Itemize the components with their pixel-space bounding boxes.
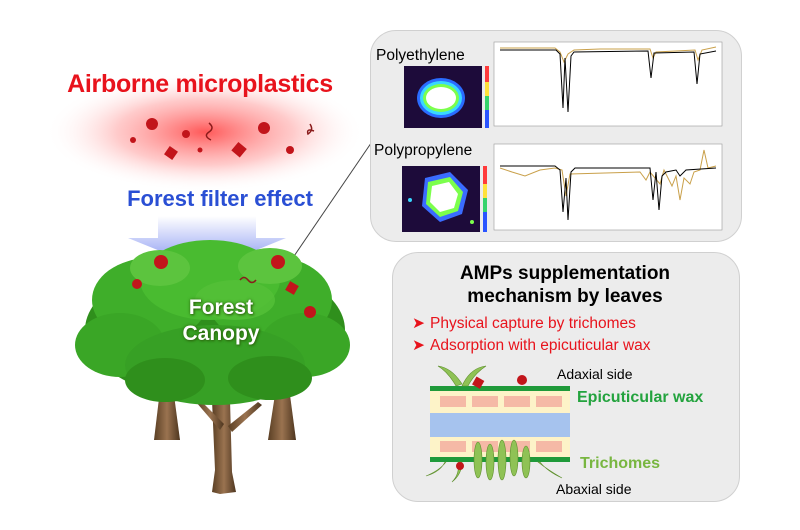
upper-trichomes	[437, 365, 487, 387]
canopy-label-line2: Canopy	[182, 322, 260, 345]
mechanism-bullet: ➤ Adsorption with epicuticular wax	[412, 336, 651, 355]
bullet-text: Physical capture by trichomes	[430, 315, 636, 332]
epicuticular-wax-label: Epicuticular wax	[577, 389, 704, 406]
mechanism-title-line1: AMPs supplementation	[459, 263, 671, 284]
canopy-particles	[132, 255, 316, 318]
polyethylene-particle-image	[404, 66, 489, 128]
microplastic-cloud	[45, 72, 365, 192]
arrow-bullet-icon: ➤	[412, 337, 425, 354]
lower-trichomes	[425, 439, 563, 483]
epicuticular-wax-layer	[430, 386, 570, 391]
leaf-particles	[456, 375, 527, 470]
polypropylene-particle-image	[402, 166, 487, 232]
microplastic-fiber	[205, 122, 213, 141]
adaxial-side-label: Adaxial side	[557, 366, 633, 382]
airborne-microplastics-title: Airborne microplastics	[67, 70, 333, 98]
polyethylene-spectrum-plot	[493, 41, 723, 127]
mechanism-title-line2: mechanism by leaves	[467, 286, 663, 307]
tree-canopy	[75, 240, 350, 405]
canopy-label-line1: Forest	[188, 296, 254, 319]
upper-cells	[440, 396, 562, 407]
connector-line	[289, 129, 381, 263]
microplastic-fiber	[306, 123, 315, 136]
mesophyll	[430, 413, 570, 437]
polyethylene-label: Polyethylene	[376, 47, 465, 64]
polypropylene-spectrum-plot	[493, 143, 723, 231]
polyethylene-reference-spectrum	[500, 46, 717, 64]
trichomes-label: Trichomes	[580, 455, 661, 472]
microplastic-particles	[130, 118, 294, 160]
polyethylene-sample-spectrum	[500, 49, 717, 113]
polypropylene-sample-spectrum	[500, 165, 717, 221]
forest-filter-effect-title: Forest filter effect	[127, 186, 313, 211]
polypropylene-label: Polypropylene	[374, 142, 473, 159]
mechanism-bullet: ➤ Physical capture by trichomes	[412, 314, 636, 333]
bullet-text: Adsorption with epicuticular wax	[430, 337, 651, 354]
arrow-bullet-icon: ➤	[412, 315, 425, 332]
polypropylene-reference-spectrum	[499, 149, 717, 201]
abaxial-side-label: Abaxial side	[556, 481, 632, 497]
